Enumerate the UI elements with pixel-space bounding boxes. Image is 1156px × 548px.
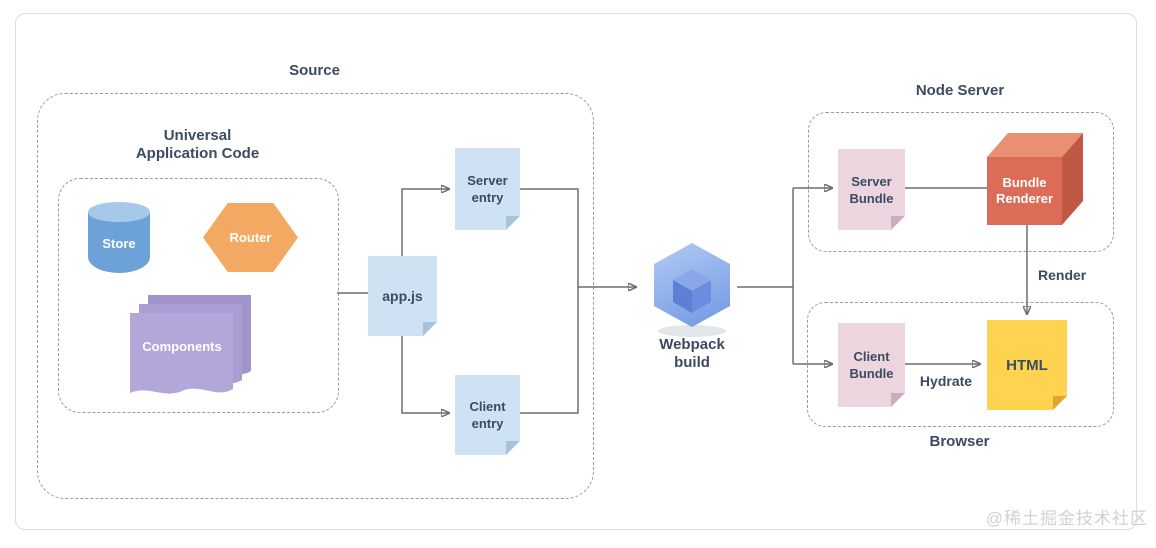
source-label: Source [289, 62, 340, 79]
webpack-logo-icon [654, 243, 730, 337]
cube-icon [987, 133, 1083, 225]
html-label: HTML [1006, 356, 1048, 374]
store-node: Store [88, 202, 150, 273]
bundle-renderer-node: Bundle Renderer [985, 131, 1085, 227]
store-cylinder-icon [88, 212, 150, 273]
edge-appjs-to-cliententry [401, 336, 449, 413]
edge-appjs-to-serverentry [401, 189, 449, 256]
server-entry-node: Server entry [455, 148, 520, 230]
client-entry-node: Client entry [455, 375, 520, 455]
store-cylinder-top [88, 202, 150, 222]
client-bundle-label: Client Bundle [849, 349, 894, 381]
server-entry-label: Server entry [467, 173, 508, 205]
node-server-container [808, 112, 1114, 252]
webpack-node [648, 241, 736, 337]
components-label: Components [142, 339, 222, 354]
universal-app-code-label: Universal Application Code [135, 127, 260, 162]
router-label: Router [229, 229, 272, 245]
stacked-documents-icon [130, 295, 251, 394]
source-container [37, 93, 594, 499]
webpack-label: Webpack build [659, 336, 725, 371]
outer-frame [15, 13, 1137, 530]
watermark: @稀土掘金技术社区 [985, 509, 1148, 528]
hydrate-edge-label: Hydrate [919, 373, 973, 389]
universal-app-code-container [58, 178, 339, 413]
server-bundle-node: Server Bundle [838, 149, 905, 230]
server-bundle-label: Server Bundle [849, 173, 894, 206]
appjs-label: app.js [382, 287, 423, 304]
render-edge-label: Render [1038, 267, 1087, 283]
appjs-node: app.js [368, 256, 437, 336]
client-entry-label: Client entry [469, 399, 506, 431]
node-server-label: Node Server [915, 82, 1005, 99]
client-bundle-node: Client Bundle [838, 323, 905, 407]
browser-label: Browser [929, 433, 990, 450]
html-node: HTML [987, 320, 1067, 410]
bundle-renderer-label: Bundle Renderer [995, 175, 1054, 206]
store-label: Store [102, 236, 136, 251]
edge-entries-join [520, 188, 579, 414]
components-node: Components [130, 295, 252, 399]
